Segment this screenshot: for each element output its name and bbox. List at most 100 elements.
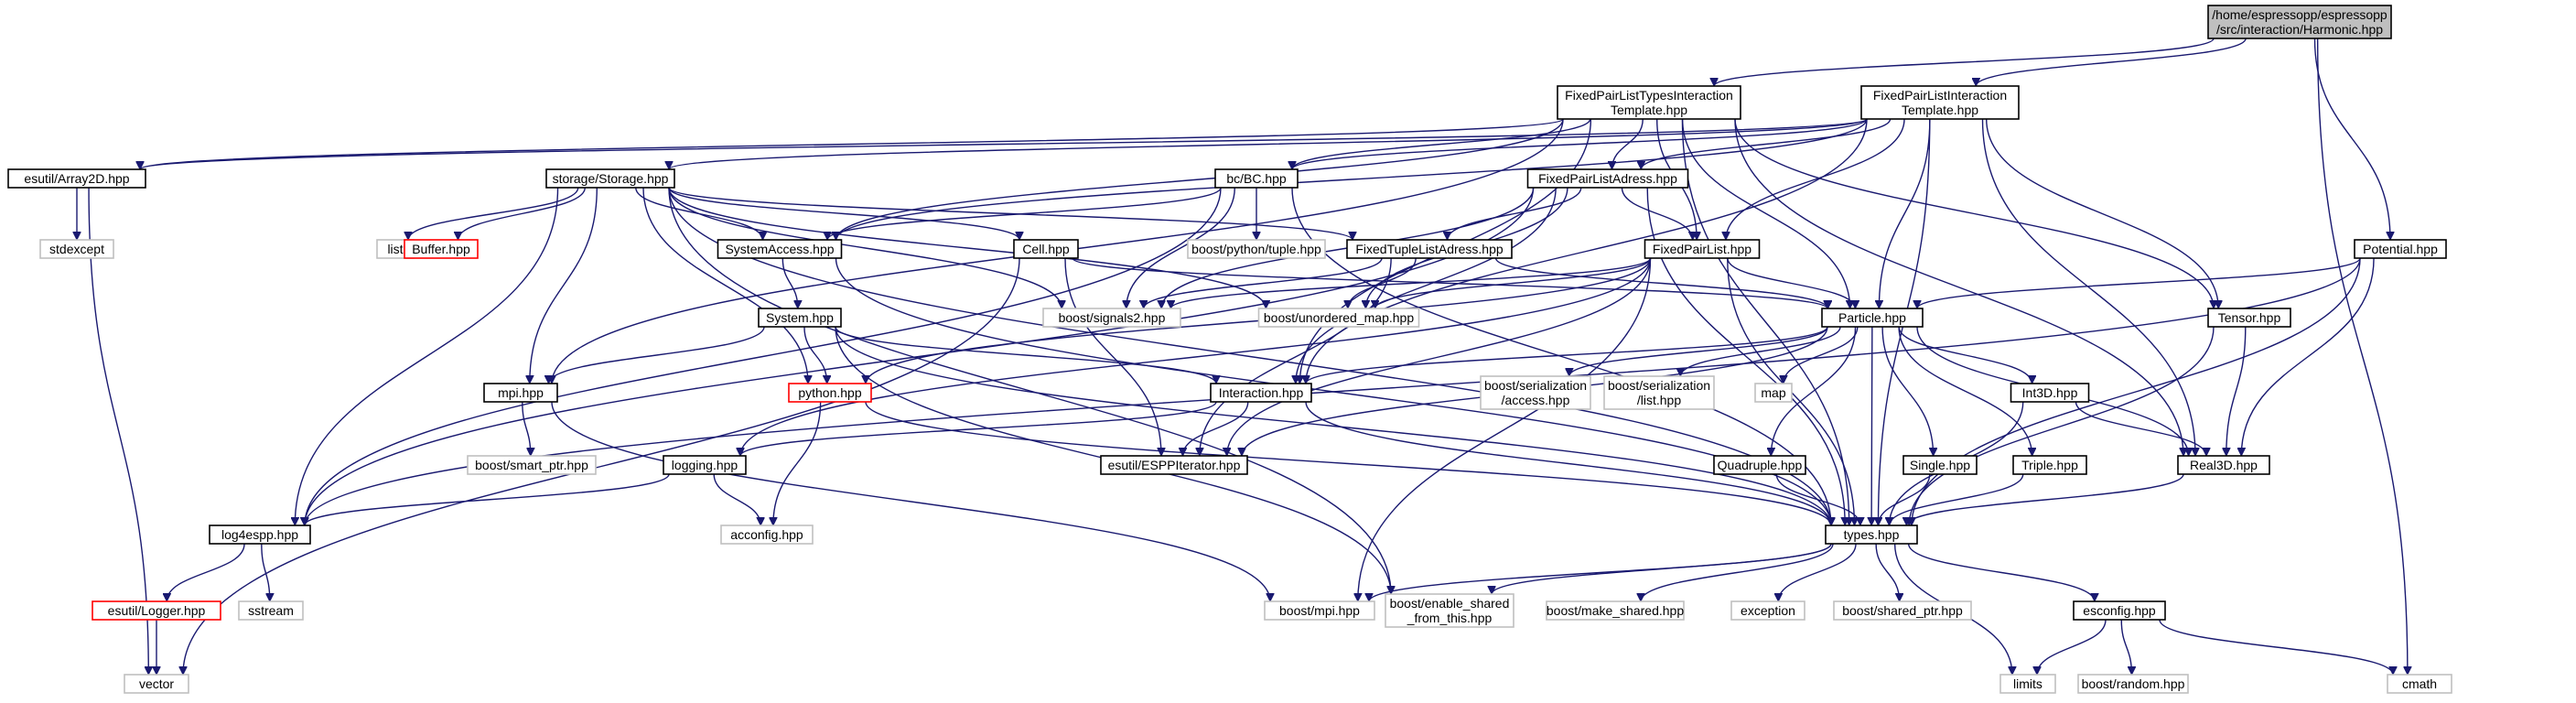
- edge-particle-to-types: [1871, 326, 1872, 525]
- edge-system-to-python: [803, 326, 827, 384]
- edge-types-to-bsharedptr: [1875, 543, 1900, 601]
- edge-fpli-to-array2d: [140, 118, 1868, 170]
- node-box: [483, 383, 558, 403]
- node-box: [1264, 600, 1375, 621]
- node-label: boost/mpi.hpp: [1279, 603, 1360, 618]
- edge-particle-to-triple: [1898, 326, 2032, 456]
- node-bsignals[interactable]: boost/signals2.hpp: [1042, 308, 1181, 328]
- edge-potential-to-real3d: [2241, 257, 2375, 456]
- node-label: SystemAccess.hpp: [725, 242, 834, 256]
- node-fpladress[interactable]: FixedPairListAdress.hpp: [1526, 168, 1689, 189]
- node-storage[interactable]: storage/Storage.hpp: [545, 168, 675, 189]
- node-box: [1546, 600, 1685, 621]
- node-bsharedptr[interactable]: boost/shared_ptr.hpp: [1833, 600, 1972, 621]
- edge-fpli-to-sysaccess: [836, 118, 1868, 241]
- edge-single-to-types: [1879, 473, 1931, 526]
- node-exception[interactable]: exception: [1730, 600, 1805, 621]
- node-box: [1013, 239, 1079, 259]
- node-label: boost/random.hpp: [2082, 676, 2185, 691]
- node-box: [1557, 85, 1741, 120]
- node-real3d[interactable]: Real3D.hpp: [2177, 455, 2270, 475]
- edge-particle-to-int3d: [1898, 326, 2032, 384]
- node-python[interactable]: python.hpp: [788, 383, 872, 403]
- node-bsmartptr[interactable]: boost/smart_ptr.hpp: [467, 455, 597, 475]
- edge-fplti-to-array2d: [140, 118, 1564, 170]
- edge-bc-to-bsignals: [1126, 187, 1235, 308]
- node-int3d[interactable]: Int3D.hpp: [2010, 383, 2090, 403]
- node-label: vector: [139, 676, 174, 691]
- edge-mpi-to-bmpi: [551, 401, 1270, 601]
- node-box: [758, 308, 842, 328]
- node-bc[interactable]: bc/BC.hpp: [1214, 168, 1299, 189]
- node-root[interactable]: /home/espressopp/espressopp/src/interact…: [2207, 5, 2392, 39]
- node-stdexcept[interactable]: stdexcept: [39, 239, 114, 259]
- node-label: boost/make_shared.hpp: [1547, 603, 1684, 618]
- node-benable[interactable]: boost/enable_shared_from_this.hpp: [1385, 593, 1514, 628]
- node-label: System.hpp: [766, 310, 834, 325]
- node-bmpi[interactable]: boost/mpi.hpp: [1264, 600, 1375, 621]
- node-box: [1821, 308, 1924, 328]
- node-espiter[interactable]: esutil/ESPPIterator.hpp: [1100, 455, 1248, 475]
- node-fpl[interactable]: FixedPairList.hpp: [1644, 239, 1761, 259]
- node-box: [92, 600, 221, 621]
- edge-root-to-fplti: [1714, 38, 2215, 87]
- node-single[interactable]: Single.hpp: [1902, 455, 1978, 475]
- edge-logging-to-log4espp: [305, 473, 670, 526]
- edge-mpi-to-bsmartptr: [522, 401, 531, 456]
- node-label: types.hpp: [1844, 527, 1900, 542]
- node-tensor[interactable]: Tensor.hpp: [2207, 308, 2291, 328]
- edge-log4espp-to-logger: [167, 543, 245, 602]
- node-brandom[interactable]: boost/random.hpp: [2077, 674, 2189, 694]
- edge-storage-to-bsignals: [668, 187, 1062, 308]
- node-fplti[interactable]: FixedPairListTypesInteractionTemplate.hp…: [1557, 85, 1741, 120]
- node-array2d[interactable]: esutil/Array2D.hpp: [7, 168, 146, 189]
- edge-fplti-to-bc: [1292, 118, 1591, 170]
- node-quadruple[interactable]: Quadruple.hpp: [1713, 455, 1806, 475]
- node-logger[interactable]: esutil/Logger.hpp: [92, 600, 221, 621]
- node-box: [39, 239, 114, 259]
- node-acconfig[interactable]: acconfig.hpp: [720, 525, 814, 545]
- node-mpi[interactable]: mpi.hpp: [483, 383, 558, 403]
- node-buffer[interactable]: Buffer.hpp: [404, 239, 479, 259]
- edge-fpl-to-bmpi: [1358, 257, 1652, 601]
- node-interaction[interactable]: Interaction.hpp: [1210, 383, 1312, 403]
- node-bptuple[interactable]: boost/python/tuple.hpp: [1187, 239, 1326, 259]
- node-potential[interactable]: Potential.hpp: [2354, 239, 2447, 259]
- edge-interaction-to-logging: [740, 401, 1217, 457]
- edge-types-to-benable: [1492, 543, 1832, 595]
- node-bumap[interactable]: boost/unordered_map.hpp: [1257, 308, 1420, 328]
- edge-python-to-acconfig: [773, 401, 822, 525]
- node-particle[interactable]: Particle.hpp: [1821, 308, 1924, 328]
- node-log4espp[interactable]: log4espp.hpp: [209, 525, 311, 545]
- edge-root-to-cmath: [2316, 38, 2408, 675]
- node-label: boost/enable_shared: [1390, 596, 1510, 611]
- node-bsaccess[interactable]: boost/serialization/access.hpp: [1480, 375, 1591, 410]
- node-types[interactable]: types.hpp: [1825, 525, 1918, 545]
- edge-storage-to-bumap: [668, 187, 1266, 308]
- node-cell[interactable]: Cell.hpp: [1013, 239, 1079, 259]
- node-system[interactable]: System.hpp: [758, 308, 842, 328]
- node-bslist[interactable]: boost/serialization/list.hpp: [1603, 375, 1715, 410]
- node-box: [1214, 168, 1299, 189]
- node-triple[interactable]: Triple.hpp: [2012, 455, 2087, 475]
- node-sysaccess[interactable]: SystemAccess.hpp: [717, 239, 843, 259]
- edge-esconfig-to-cmath: [2159, 619, 2393, 676]
- node-label: Template.hpp: [1902, 103, 1978, 117]
- edge-ftladress-to-particle: [1494, 257, 1828, 309]
- node-map[interactable]: map: [1754, 383, 1793, 403]
- node-logging[interactable]: logging.hpp: [663, 455, 747, 475]
- node-box: [1825, 525, 1918, 545]
- edge-bc-to-log4espp: [305, 187, 1222, 525]
- edge-particle-to-bslist: [1680, 326, 1841, 377]
- node-cmath[interactable]: cmath: [2387, 674, 2452, 694]
- node-limits[interactable]: limits: [1999, 674, 2056, 694]
- node-esconfig[interactable]: esconfig.hpp: [2073, 600, 2166, 621]
- node-label: boost/smart_ptr.hpp: [475, 458, 588, 472]
- node-vector[interactable]: vector: [124, 674, 189, 694]
- node-bmakeshared[interactable]: boost/make_shared.hpp: [1546, 600, 1685, 621]
- edge-cell-to-particle: [1072, 257, 1827, 309]
- node-sstream[interactable]: sstream: [238, 600, 304, 621]
- node-ftladress[interactable]: FixedTupleListAdress.hpp: [1346, 239, 1513, 259]
